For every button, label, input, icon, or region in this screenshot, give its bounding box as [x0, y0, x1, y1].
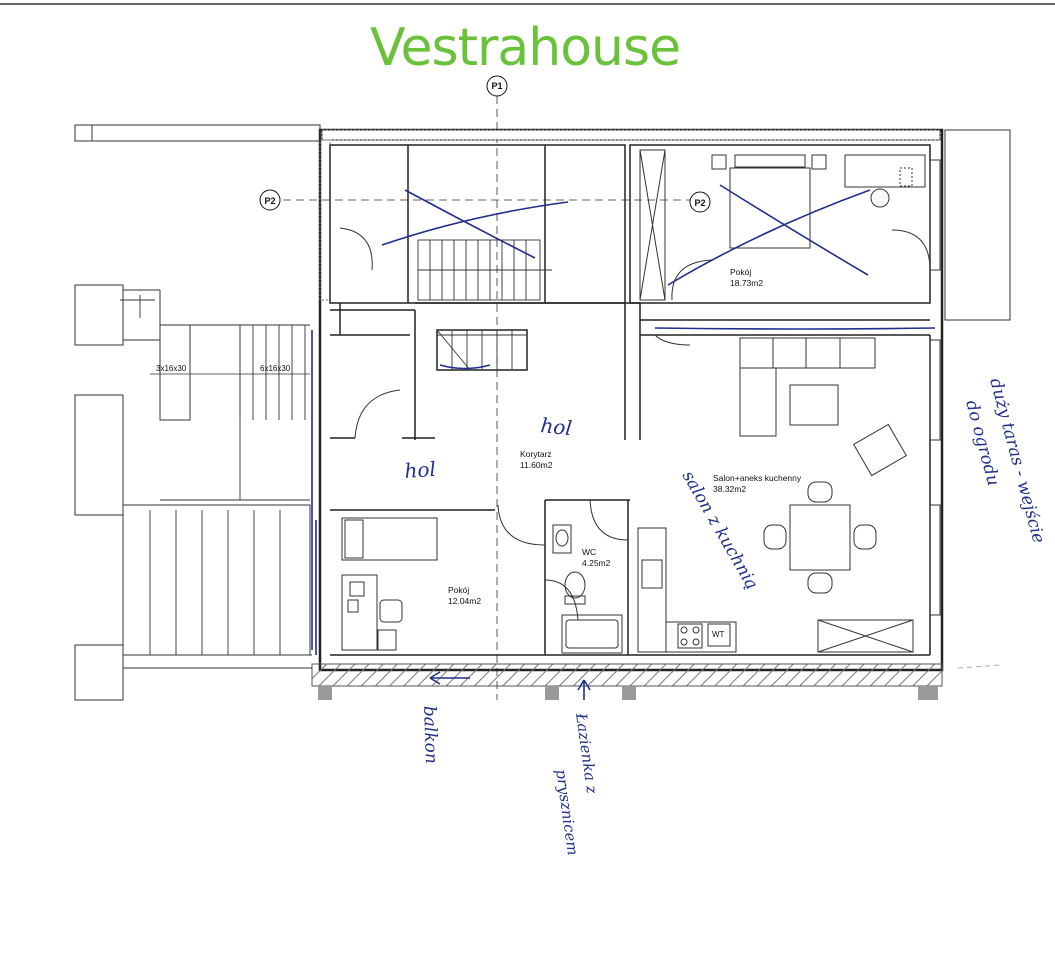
room-name: Korytarz	[520, 449, 552, 459]
handwritten-balcony-note: balkon	[419, 705, 441, 764]
handwritten-strokes	[311, 184, 936, 700]
section-marker-p2-right-label: P2	[694, 198, 705, 208]
room-area: 4.25m2	[582, 558, 611, 568]
appliance-label-wt: WT	[712, 630, 725, 639]
left-stair-dimension: 3x16x30	[156, 364, 187, 373]
section-marker-p2-left-label: P2	[264, 196, 275, 206]
room-label-wc: WC 4.25m2	[582, 547, 611, 568]
main-stair	[417, 239, 552, 371]
top-insulation-dots	[321, 129, 941, 141]
interior-walls	[329, 144, 931, 656]
handwritten-hol-left: hol	[404, 457, 437, 483]
outer-walls	[318, 128, 944, 672]
room-label-living: Salon+aneks kuchenny 38.32m2	[713, 473, 802, 494]
room-area: 11.60m2	[520, 460, 553, 470]
handwritten-bathroom-note-1: Łazienka z	[572, 711, 601, 795]
room-label-bedroom2: Pokój 12.04m2	[448, 585, 481, 606]
section-marker-p1: P1	[486, 75, 508, 97]
bedroom-furniture	[639, 149, 926, 301]
door-swings	[339, 227, 931, 621]
right-dash-marker	[957, 664, 1001, 669]
section-marker-p2-right: P2	[689, 191, 711, 213]
kitchen-counter	[637, 527, 737, 653]
handwritten-bathroom-note-2: prysznicem	[552, 768, 582, 856]
bedroom2-furniture	[341, 517, 438, 651]
room-area: 38.32m2	[713, 484, 746, 494]
room-name: Pokój	[448, 585, 469, 595]
room-area: 18.73m2	[730, 278, 763, 288]
top-insulation-strip	[321, 129, 941, 141]
section-marker-p1-label: P1	[491, 81, 502, 91]
right-stair-dimension: 6x16x30	[260, 364, 291, 373]
left-stair-structure	[74, 124, 321, 701]
left-stair-treads	[120, 295, 306, 655]
left-insulation-dots	[319, 139, 331, 301]
handwritten-hol-corridor: hol	[539, 413, 573, 440]
room-name: Salon+aneks kuchenny	[713, 473, 802, 483]
room-area: 12.04m2	[448, 596, 481, 606]
vestrahouse-logo: Vestrahouse	[370, 18, 681, 78]
bottom-wall-hatch	[311, 663, 943, 687]
room-label-corridor: Korytarz 11.60m2	[520, 449, 553, 470]
living-room-furniture	[739, 337, 914, 653]
wc-fixtures	[552, 524, 623, 654]
room-name: WC	[582, 547, 596, 557]
section-marker-p2-left: P2	[259, 189, 281, 211]
right-windows	[929, 129, 1011, 616]
bottom-wall-piers	[318, 686, 938, 700]
room-label-bedroom1: Pokój 18.73m2	[730, 267, 763, 288]
room-name: Pokój	[730, 267, 751, 277]
